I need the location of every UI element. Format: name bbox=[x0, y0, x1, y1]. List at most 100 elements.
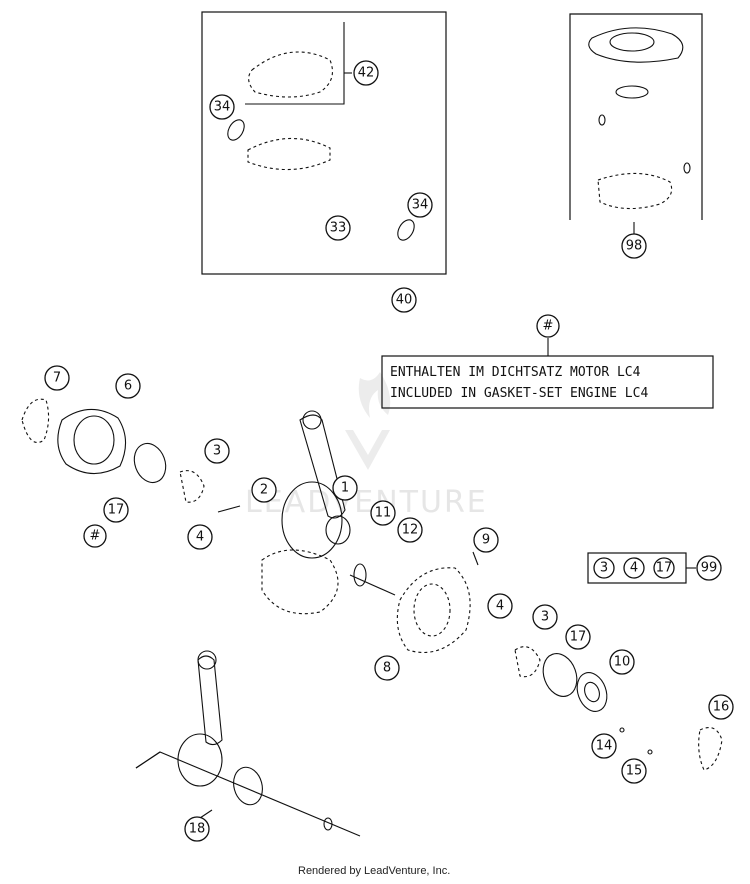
callout-34-top[interactable]: 34 bbox=[209, 94, 235, 120]
svg-text:9: 9 bbox=[482, 533, 490, 548]
flywheel-gear bbox=[261, 549, 339, 615]
callout-33[interactable]: 33 bbox=[325, 215, 351, 241]
callout-kit-4[interactable]: 4 bbox=[623, 557, 645, 579]
conrod-small-end bbox=[302, 410, 322, 430]
svg-text:1: 1 bbox=[341, 481, 349, 496]
svg-text:17: 17 bbox=[656, 561, 673, 576]
v-logo-icon bbox=[345, 430, 390, 470]
watermark-text: LEADVENTURE bbox=[245, 485, 488, 520]
callout-17-right[interactable]: 17 bbox=[565, 624, 591, 650]
spacer-3 bbox=[179, 470, 205, 503]
needle-bearing bbox=[233, 766, 263, 806]
svg-text:34: 34 bbox=[412, 198, 429, 213]
svg-text:40: 40 bbox=[396, 293, 413, 308]
svg-text:12: 12 bbox=[402, 523, 419, 538]
flame-logo-icon bbox=[358, 372, 391, 418]
callout-40[interactable]: 40 bbox=[391, 287, 417, 313]
footer-credit: Rendered by LeadVenture, Inc. bbox=[298, 865, 450, 877]
small-seal-left bbox=[598, 114, 606, 126]
callout-hash-left[interactable]: # bbox=[83, 524, 107, 548]
conrod-shaft bbox=[197, 655, 223, 746]
callout-kit-17[interactable]: 17 bbox=[653, 557, 675, 579]
callout-10[interactable]: 10 bbox=[609, 649, 635, 675]
svg-text:11: 11 bbox=[375, 506, 392, 521]
svg-text:14: 14 bbox=[596, 739, 613, 754]
callout-42[interactable]: 42 bbox=[353, 60, 379, 86]
svg-text:17: 17 bbox=[108, 503, 125, 518]
cover-16 bbox=[698, 727, 723, 771]
main-bearing-6-inner bbox=[73, 415, 115, 465]
svg-text:98: 98 bbox=[626, 239, 643, 254]
crank-pin bbox=[325, 515, 351, 545]
svg-text:3: 3 bbox=[600, 561, 608, 576]
bearing-12 bbox=[353, 563, 367, 587]
callout-17-left[interactable]: 17 bbox=[103, 497, 129, 523]
leader-42 bbox=[245, 22, 345, 105]
callout-7[interactable]: 7 bbox=[44, 365, 70, 391]
svg-text:8: 8 bbox=[383, 661, 391, 676]
svg-text:#: # bbox=[90, 529, 101, 544]
callout-1[interactable]: 1 bbox=[332, 475, 358, 501]
callout-14[interactable]: 14 bbox=[591, 733, 617, 759]
callout-3-right[interactable]: 3 bbox=[532, 604, 558, 630]
nut-15 bbox=[647, 749, 653, 755]
callout-3-left[interactable]: 3 bbox=[204, 438, 230, 464]
callout-hash-note[interactable]: # bbox=[536, 314, 560, 338]
svg-text:2: 2 bbox=[260, 483, 268, 498]
spacer-3-right bbox=[514, 646, 541, 678]
svg-text:42: 42 bbox=[358, 66, 375, 81]
gasket-set-group bbox=[569, 13, 703, 234]
svg-text:18: 18 bbox=[189, 822, 206, 837]
gasket-note: ENTHALTEN IM DICHTSATZ MOTOR LC4 INCLUDE… bbox=[381, 338, 714, 409]
callout-16[interactable]: 16 bbox=[708, 694, 734, 720]
callout-12[interactable]: 12 bbox=[397, 517, 423, 543]
main-bearing-8 bbox=[396, 567, 471, 654]
svg-text:#: # bbox=[543, 319, 554, 334]
right-bearing-parts bbox=[396, 551, 479, 654]
gasket-set-frame bbox=[569, 13, 703, 220]
svg-text:4: 4 bbox=[196, 530, 204, 545]
svg-text:6: 6 bbox=[124, 379, 132, 394]
callout-9[interactable]: 9 bbox=[473, 527, 499, 553]
callout-98[interactable]: 98 bbox=[621, 233, 647, 259]
svg-text:34: 34 bbox=[214, 100, 231, 115]
small-seal-right bbox=[683, 162, 691, 174]
callout-4-left[interactable]: 4 bbox=[187, 524, 213, 550]
svg-text:33: 33 bbox=[330, 221, 347, 236]
piston-ring bbox=[248, 51, 333, 98]
piston-kit-frame bbox=[201, 11, 447, 275]
callout-2[interactable]: 2 bbox=[251, 477, 277, 503]
callout-99[interactable]: 99 bbox=[696, 555, 722, 581]
note-line-2: INCLUDED IN GASKET-SET ENGINE LC4 bbox=[390, 386, 648, 401]
main-bearing-8-inner bbox=[413, 583, 451, 637]
base-gasket bbox=[597, 172, 673, 210]
left-bearing-parts bbox=[21, 398, 241, 513]
callout-4-right[interactable]: 4 bbox=[487, 593, 513, 619]
callout-34-right[interactable]: 34 bbox=[407, 192, 433, 218]
callout-15[interactable]: 15 bbox=[621, 758, 647, 784]
svg-text:17: 17 bbox=[570, 630, 587, 645]
conrod-kit-bracket-end bbox=[135, 751, 161, 769]
conrod-big-end bbox=[177, 733, 223, 787]
seal-ring-7 bbox=[21, 398, 50, 444]
callout-11[interactable]: 11 bbox=[370, 500, 396, 526]
callout-kit-3[interactable]: 3 bbox=[593, 557, 615, 579]
head-gasket-bore bbox=[609, 32, 655, 52]
washer-14 bbox=[619, 727, 625, 733]
callout-6[interactable]: 6 bbox=[115, 373, 141, 399]
gear-10 bbox=[576, 672, 608, 712]
conrod-small-end-18 bbox=[197, 650, 217, 670]
conrod-kit bbox=[135, 650, 361, 837]
svg-text:4: 4 bbox=[630, 561, 638, 576]
svg-text:15: 15 bbox=[626, 764, 643, 779]
head-gasket bbox=[588, 27, 684, 63]
callout-18[interactable]: 18 bbox=[184, 816, 210, 842]
callouts: 42 34 34 33 40 98 # 7 6 3 17 # 4 2 1 11 … bbox=[44, 60, 734, 842]
right-small-parts bbox=[514, 646, 723, 771]
gear-10-hub bbox=[584, 681, 600, 703]
piston-clip-left bbox=[227, 119, 245, 141]
conrod-kit-bracket bbox=[135, 751, 361, 837]
o-ring bbox=[615, 85, 649, 99]
callout-8[interactable]: 8 bbox=[374, 655, 400, 681]
